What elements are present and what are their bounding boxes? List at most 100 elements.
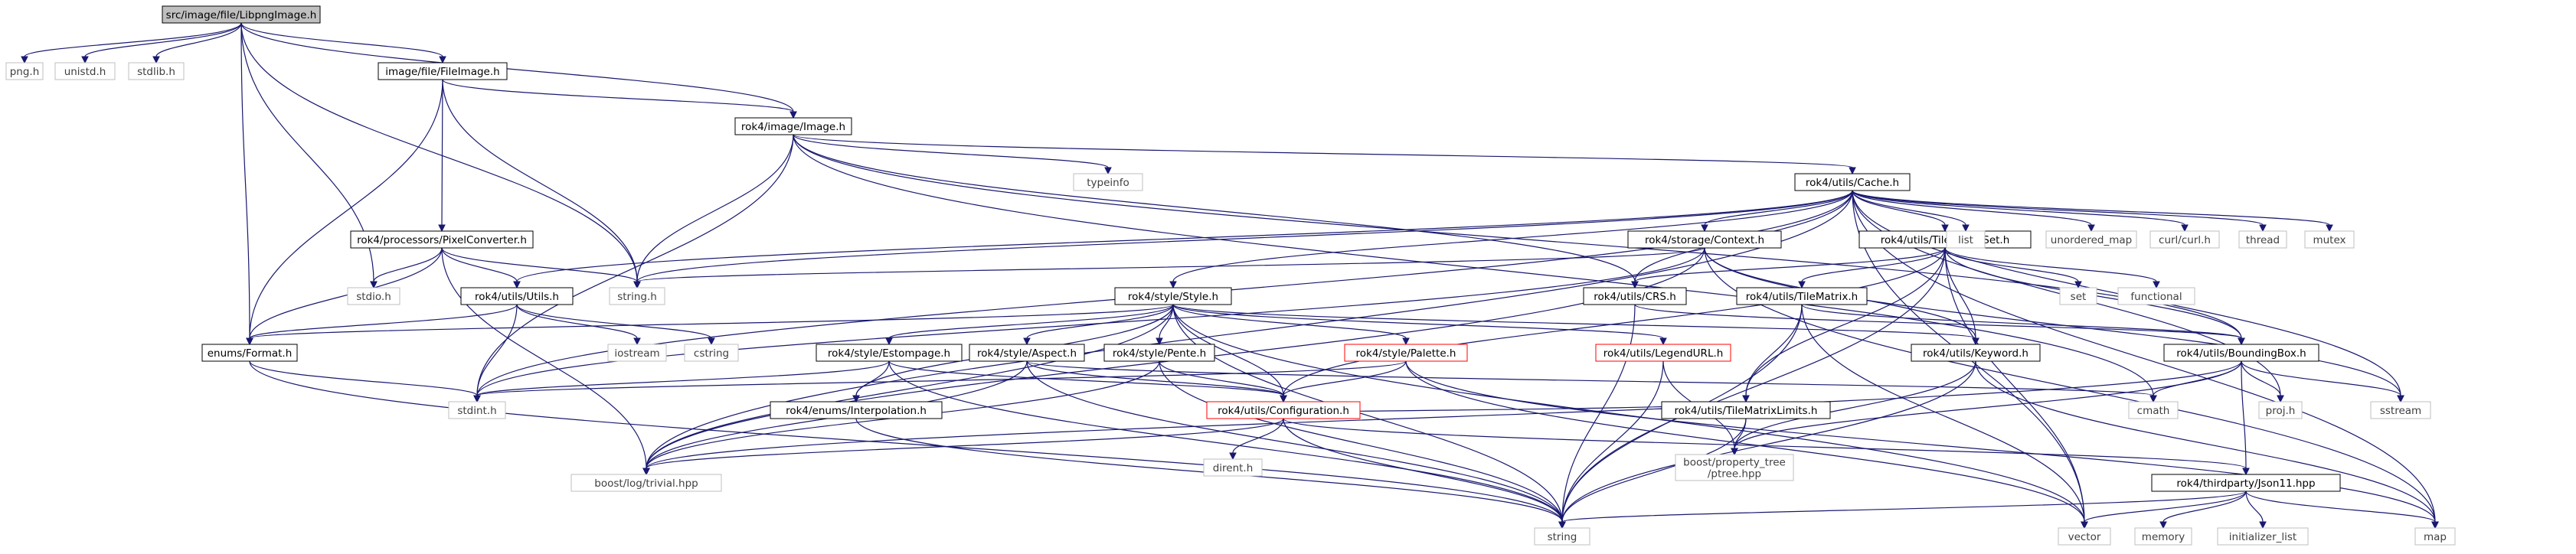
node-box bbox=[684, 344, 739, 362]
node-style[interactable]: rok4/style/Style.h bbox=[1114, 287, 1232, 305]
edges-layer bbox=[21, 22, 2439, 530]
node-fileimage[interactable]: image/file/FileImage.h bbox=[378, 62, 508, 80]
node-box bbox=[1114, 287, 1232, 305]
node-label: proj.h bbox=[2266, 405, 2296, 417]
node-box bbox=[609, 287, 665, 305]
edge-tms-to-functional bbox=[1944, 247, 2160, 289]
edge-utils-to-cstring bbox=[516, 304, 715, 346]
node-mutex: mutex bbox=[2304, 230, 2355, 249]
node-context[interactable]: rok4/storage/Context.h bbox=[1627, 230, 1782, 249]
node-config[interactable]: rok4/utils/Configuration.h bbox=[1206, 401, 1361, 419]
node-format[interactable]: enums/Format.h bbox=[201, 344, 298, 362]
edge-root-to-fileimage bbox=[240, 22, 446, 64]
edge-utils-to-stdint bbox=[473, 304, 518, 403]
node-string: string bbox=[1534, 527, 1590, 546]
node-label: rok4/utils/TileMatrix.h bbox=[1746, 291, 1858, 303]
node-dirent: dirent.h bbox=[1203, 458, 1263, 477]
edge-palette-to-vector bbox=[1405, 360, 2088, 530]
edge-tms-to-set bbox=[1944, 247, 2082, 289]
edge-estompage-to-interp bbox=[852, 360, 890, 403]
node-box bbox=[1595, 344, 1731, 362]
edge-aspect-to-string bbox=[1026, 360, 1566, 530]
node-crs[interactable]: rok4/utils/CRS.h bbox=[1583, 287, 1687, 305]
edge-bbox-to-json11 bbox=[2241, 360, 2250, 476]
node-label: boost/log/trivial.hpp bbox=[594, 477, 698, 490]
node-label: map bbox=[2424, 531, 2447, 543]
node-cstring: cstring bbox=[684, 344, 739, 362]
node-label: dirent.h bbox=[1213, 462, 1254, 474]
node-box bbox=[607, 344, 667, 362]
node-label: memory bbox=[2142, 531, 2185, 543]
node-image[interactable]: rok4/image/Image.h bbox=[734, 117, 852, 135]
edge-image-to-cache bbox=[793, 134, 1856, 175]
edge-tms-to-crs bbox=[1631, 247, 1946, 289]
node-palette[interactable]: rok4/style/Palette.h bbox=[1344, 344, 1468, 362]
node-box bbox=[347, 287, 400, 305]
node-label: rok4/utils/Cache.h bbox=[1806, 177, 1899, 189]
node-keyword[interactable]: rok4/utils/Keyword.h bbox=[1911, 344, 2041, 362]
edge-style-to-legendurl bbox=[1172, 304, 1667, 346]
node-box bbox=[448, 401, 506, 419]
node-json11[interactable]: rok4/thirdparty/Json11.hpp bbox=[2151, 474, 2341, 492]
node-label: rok4/style/Estompage.h bbox=[828, 347, 950, 360]
node-box bbox=[2128, 401, 2179, 419]
node-ptree: boost/property_tree/ptree.hpp bbox=[1675, 454, 1794, 481]
node-box bbox=[2304, 230, 2355, 249]
node-label: string bbox=[1548, 531, 1577, 543]
node-label: rok4/style/Style.h bbox=[1128, 291, 1218, 303]
node-box bbox=[2059, 287, 2097, 305]
edge-style-to-estompage bbox=[885, 304, 1174, 346]
node-label: rok4/utils/CRS.h bbox=[1594, 291, 1676, 303]
edge-bbox-to-proj bbox=[2241, 360, 2284, 403]
node-interp[interactable]: rok4/enums/Interpolation.h bbox=[770, 401, 943, 419]
node-cmath: cmath bbox=[2128, 401, 2179, 419]
edge-root-to-stdlib bbox=[152, 22, 242, 64]
node-box bbox=[1206, 401, 1361, 419]
node-string_h: string.h bbox=[609, 287, 665, 305]
node-tmlimits[interactable]: rok4/utils/TileMatrixLimits.h bbox=[1661, 401, 1831, 419]
node-box bbox=[1344, 344, 1468, 362]
node-box bbox=[1534, 527, 1590, 546]
node-bbox[interactable]: rok4/utils/BoundingBox.h bbox=[2163, 344, 2319, 362]
node-tilematrix[interactable]: rok4/utils/TileMatrix.h bbox=[1736, 287, 1868, 305]
node-box bbox=[2370, 401, 2431, 419]
node-memory: memory bbox=[2134, 527, 2192, 546]
edge-config-to-dirent bbox=[1229, 418, 1284, 461]
node-label: rok4/storage/Context.h bbox=[1645, 234, 1764, 246]
edge-pixelconv-to-string_h bbox=[441, 247, 641, 289]
edge-style-to-format bbox=[246, 304, 1174, 346]
node-label: image/file/FileImage.h bbox=[385, 66, 499, 78]
edge-style-to-palette bbox=[1172, 304, 1410, 346]
node-utils[interactable]: rok4/utils/Utils.h bbox=[460, 287, 574, 305]
node-unordered_map: unordered_map bbox=[2045, 230, 2137, 249]
node-aspect[interactable]: rok4/style/Aspect.h bbox=[969, 344, 1085, 362]
node-initlist: initializer_list bbox=[2217, 527, 2309, 546]
node-label: vector bbox=[2068, 531, 2101, 543]
node-box bbox=[1736, 287, 1868, 305]
edge-tms-to-keyword bbox=[1944, 247, 1979, 346]
edge-cache-to-list bbox=[1852, 190, 1970, 233]
node-functional: functional bbox=[2117, 287, 2195, 305]
node-box bbox=[1946, 230, 1986, 249]
edge-image-to-typeinfo bbox=[793, 134, 1112, 175]
node-label: rok4/style/Aspect.h bbox=[977, 347, 1077, 360]
node-box bbox=[1627, 230, 1782, 249]
node-estompage[interactable]: rok4/style/Estompage.h bbox=[816, 344, 963, 362]
node-box bbox=[1103, 344, 1215, 362]
node-cache[interactable]: rok4/utils/Cache.h bbox=[1794, 173, 1911, 191]
node-label: cmath bbox=[2137, 405, 2170, 417]
node-root[interactable]: src/image/file/LibpngImage.h bbox=[162, 5, 321, 24]
node-box bbox=[2217, 527, 2309, 546]
node-tms[interactable]: rok4/utils/TileMatrixSet.h bbox=[1858, 230, 2032, 249]
node-pixelconv[interactable]: rok4/processors/PixelConverter.h bbox=[350, 230, 534, 249]
edge-utils-to-format bbox=[246, 304, 518, 346]
node-pente[interactable]: rok4/style/Pente.h bbox=[1103, 344, 1215, 362]
node-legendurl[interactable]: rok4/utils/LegendURL.h bbox=[1595, 344, 1731, 362]
node-box bbox=[350, 230, 534, 249]
node-box bbox=[2258, 401, 2303, 419]
node-list: list bbox=[1946, 230, 1986, 249]
edge-keyword-to-map bbox=[1975, 360, 2439, 530]
node-iostream: iostream bbox=[607, 344, 667, 362]
edge-estompage-to-stdint bbox=[473, 360, 890, 403]
